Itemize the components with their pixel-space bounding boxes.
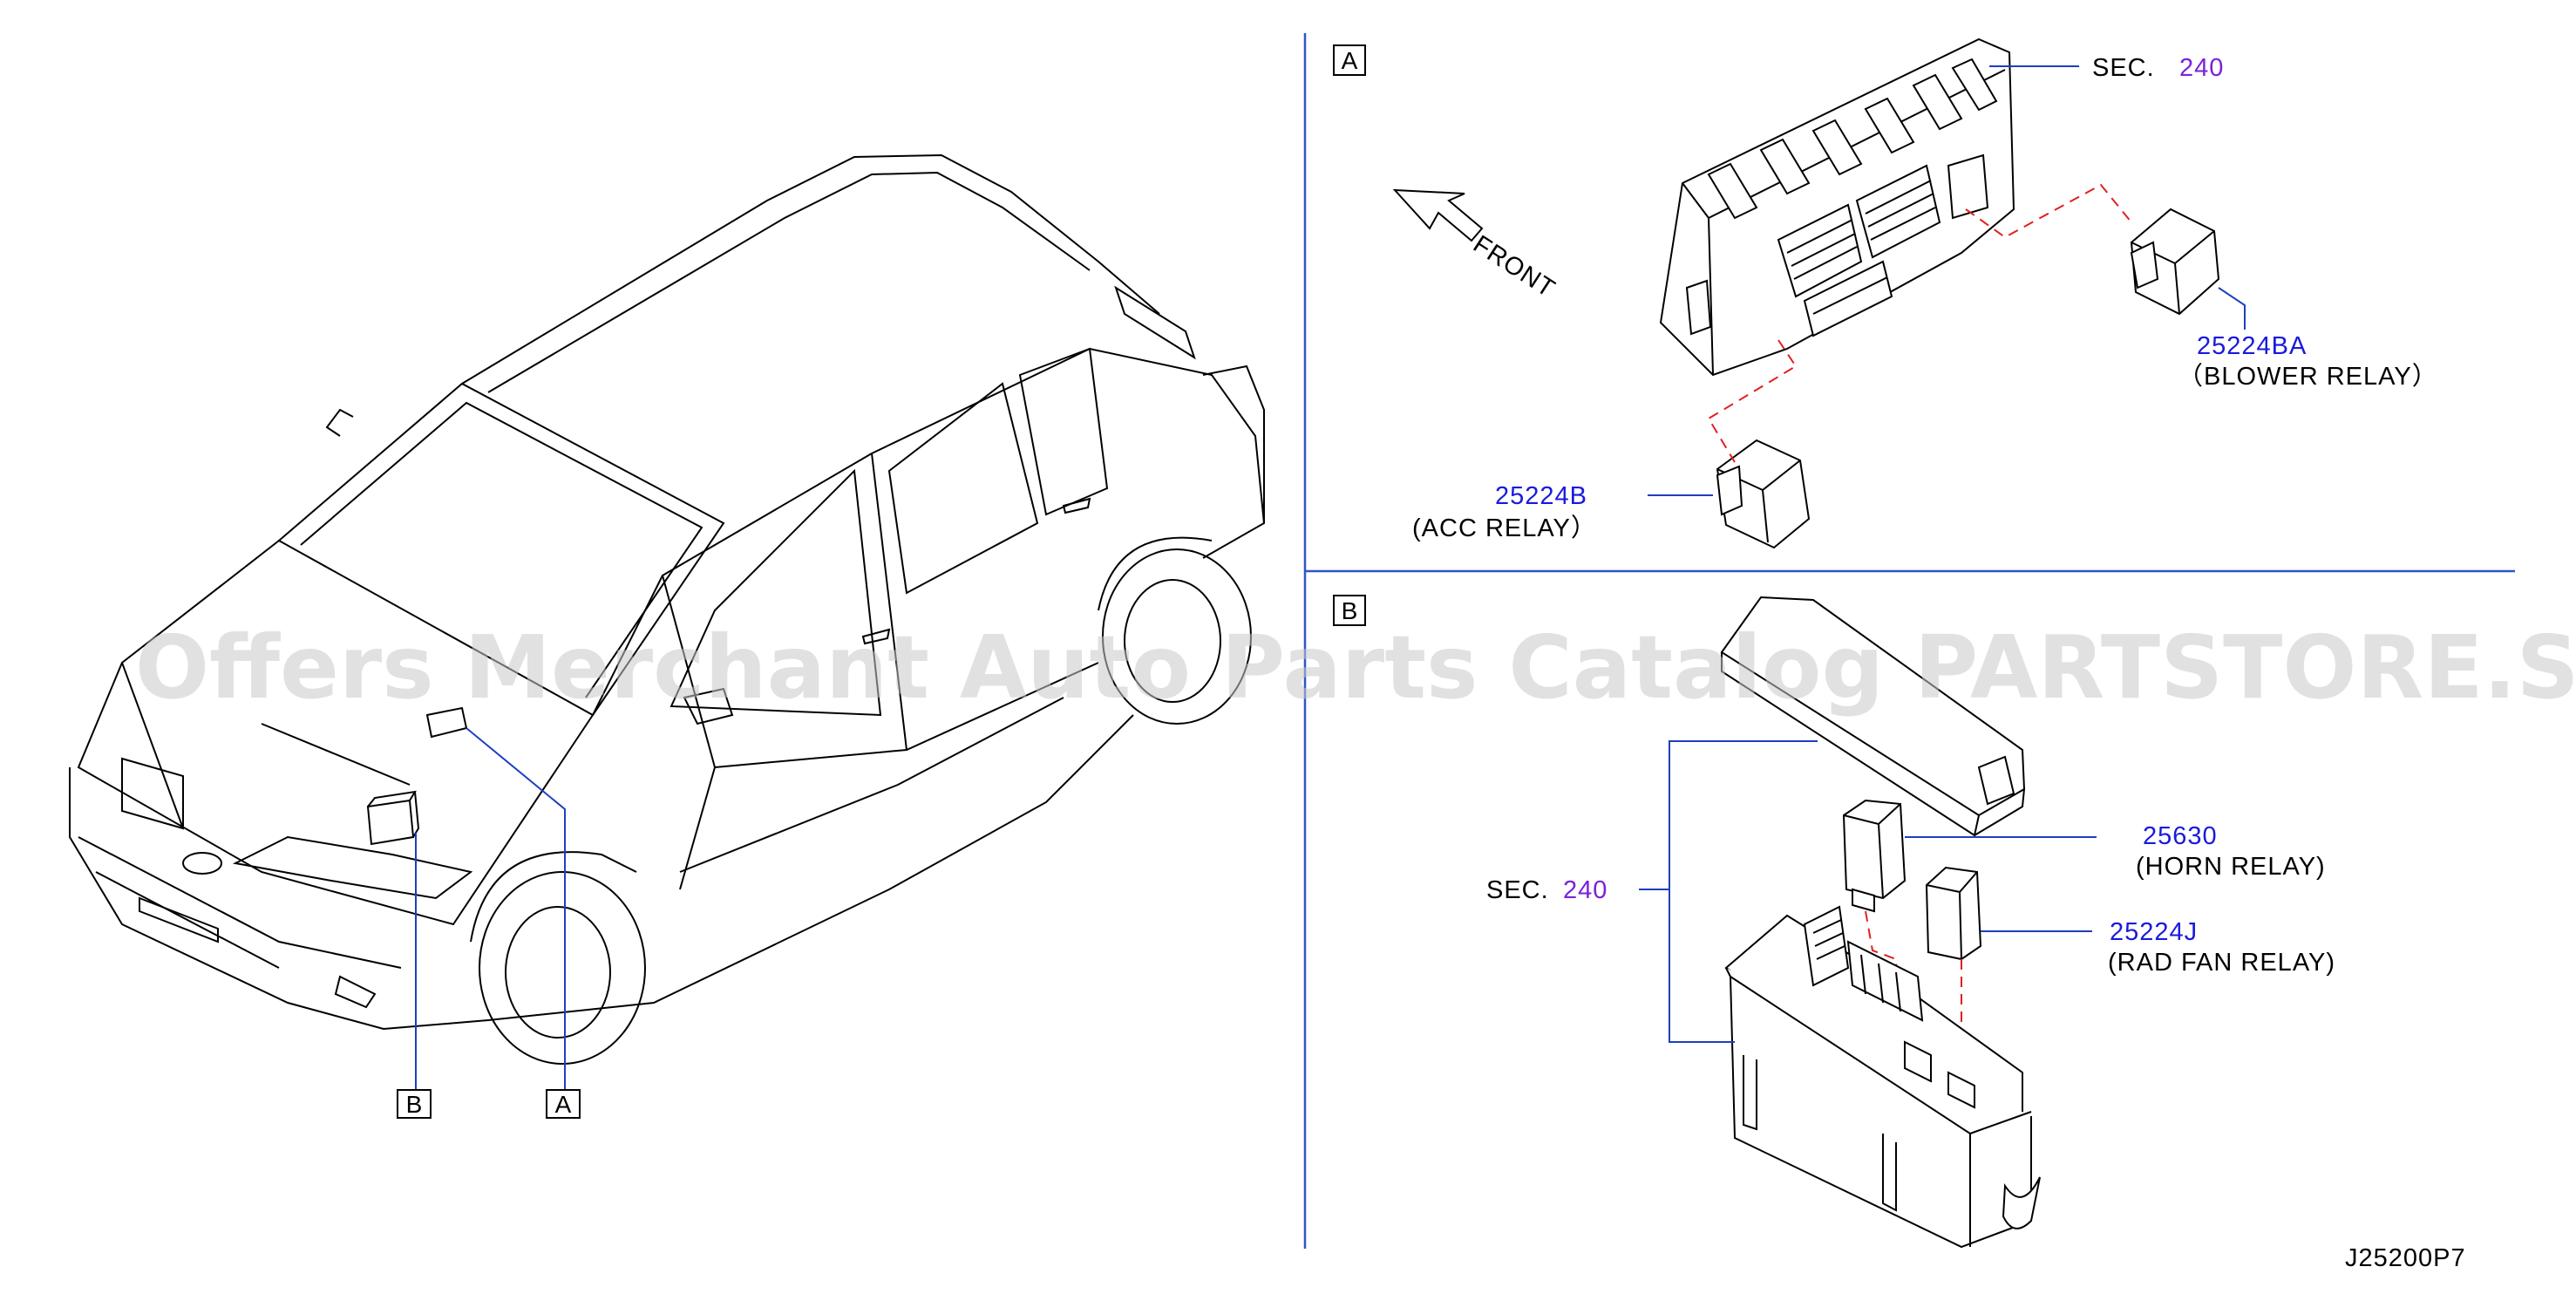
horn-relay-name: (HORN RELAY) <box>2136 853 2326 881</box>
front-arrow-icon <box>1392 188 1484 242</box>
fuse-box-cover <box>1720 596 2026 837</box>
svg-text:B: B <box>406 1091 423 1118</box>
svg-text:A: A <box>555 1091 572 1118</box>
blower-relay <box>2130 208 2220 316</box>
horn-relay-part-number[interactable]: 25630 <box>2143 822 2218 850</box>
section-a-sec-number[interactable]: 240 <box>2179 54 2224 82</box>
section-a: A FRONT SE <box>1333 37 2438 549</box>
section-b-sec-prefix: SEC. <box>1486 876 1549 904</box>
blower-relay-part-number[interactable]: 25224BA <box>2197 332 2307 360</box>
callout-b[interactable]: B <box>397 1089 432 1119</box>
watermark: Offers Merchant Auto Parts Catalog PARTS… <box>135 616 2576 719</box>
blower-relay-name: （BLOWER RELAY） <box>2178 363 2438 391</box>
horn-relay <box>1842 799 1907 913</box>
junction-block-a <box>1659 37 2015 377</box>
fuse-box-body <box>1724 905 2041 1249</box>
svg-text:A: A <box>1342 47 1358 74</box>
section-b: B 25630 (HORN RELAY) 25224J (RAD FAN REL… <box>1333 595 2335 1249</box>
rad-fan-relay-part-number[interactable]: 25224J <box>2110 918 2198 946</box>
acc-relay-name: (ACC RELAY） <box>1412 514 1597 542</box>
section-a-sec-prefix: SEC. <box>2092 54 2155 82</box>
svg-text:B: B <box>1342 597 1358 624</box>
section-a-tag <box>1333 44 1366 76</box>
section-b-sec-number[interactable]: 240 <box>1563 876 1607 904</box>
car-illustration <box>69 153 1266 1065</box>
front-label: FRONT <box>1468 230 1560 303</box>
callout-a[interactable]: A <box>546 1089 581 1119</box>
acc-relay-part-number[interactable]: 25224B <box>1495 482 1587 510</box>
acc-relay <box>1716 439 1811 549</box>
rad-fan-relay <box>1925 866 1982 961</box>
rad-fan-relay-name: (RAD FAN RELAY) <box>2108 949 2335 977</box>
section-b-tag <box>1333 595 1366 626</box>
diagram-code: J25200P7 <box>2345 1244 2466 1272</box>
